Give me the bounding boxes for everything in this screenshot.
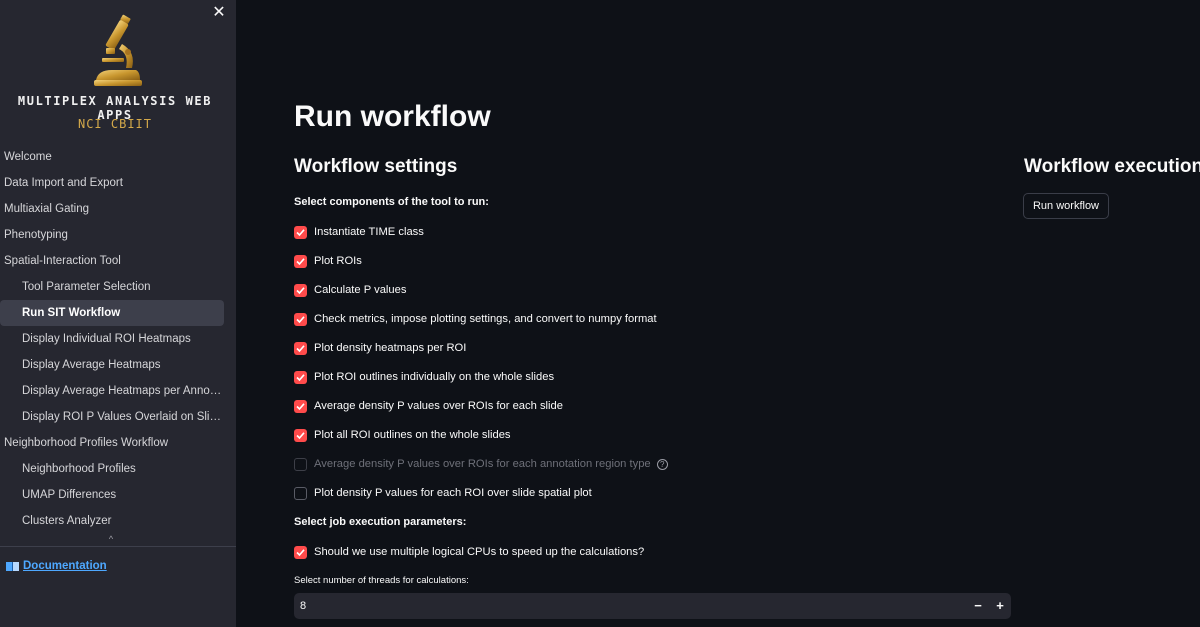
sidebar-item-neighborhood-profiles[interactable]: Neighborhood Profiles [22, 463, 136, 475]
checkbox-label: Should we use multiple logical CPUs to s… [314, 546, 645, 558]
decrement-button[interactable]: − [974, 598, 982, 613]
sidebar-item-display-average-heatmaps-per-annota[interactable]: Display Average Heatmaps per Annota… [22, 385, 224, 397]
check-icon [296, 228, 305, 236]
checkbox-box[interactable] [294, 283, 307, 297]
check-icon [296, 431, 305, 439]
documentation-link[interactable]: Documentation [23, 560, 107, 572]
workflow-execution-heading: Workflow execution [1024, 156, 1200, 177]
checkbox-label: Average density P values over ROIs for e… [314, 400, 563, 412]
scroll-up-icon[interactable]: ^ [108, 534, 114, 544]
checkbox-box[interactable] [294, 399, 307, 413]
checkbox-component[interactable]: Plot ROI outlines individually on the wh… [294, 369, 554, 385]
sidebar-item-display-roi-p-values-overlaid-on-slides[interactable]: Display ROI P Values Overlaid on Slides [22, 411, 224, 423]
brand-subtitle: NCI CBIIT [77, 117, 153, 131]
job-params-label: Select job execution parameters: [294, 516, 467, 528]
checkbox-component[interactable]: Plot density heatmaps per ROI [294, 340, 466, 356]
checkbox-component[interactable]: Calculate P values [294, 282, 406, 298]
checkbox-multiple-cpus[interactable]: Should we use multiple logical CPUs to s… [294, 544, 644, 560]
checkbox-label: Check metrics, impose plotting settings,… [314, 313, 657, 325]
run-workflow-button[interactable]: Run workflow [1023, 193, 1109, 219]
checkbox-component[interactable]: Plot ROIs [294, 253, 362, 269]
checkbox-box[interactable] [294, 254, 307, 268]
book-icon [6, 561, 19, 571]
checkbox-label: Plot ROIs [314, 255, 362, 267]
checkbox-label: Calculate P values [314, 284, 407, 296]
page-title: Run workflow [294, 100, 491, 133]
sidebar-item-welcome[interactable]: Welcome [4, 151, 52, 163]
check-icon [296, 286, 305, 294]
checkbox-label: Instantiate TIME class [314, 226, 424, 238]
checkbox-component[interactable]: Plot density P values for each ROI over … [294, 485, 592, 501]
threads-number-input[interactable]: 8 − + [294, 593, 1011, 619]
sidebar-item-tool-parameter-selection[interactable]: Tool Parameter Selection [22, 281, 151, 293]
checkbox-label: Plot ROI outlines individually on the wh… [314, 371, 555, 383]
threads-label: Select number of threads for calculation… [294, 575, 469, 586]
sidebar: ✕ MULTIPLEX ANALYSIS WEB APPS NCI CBIIT … [0, 0, 236, 627]
checkbox-box[interactable] [294, 225, 307, 239]
help-icon[interactable]: ? [656, 458, 668, 470]
checkbox-box[interactable] [294, 312, 307, 326]
check-icon [296, 315, 305, 323]
checkbox-label: Plot all ROI outlines on the whole slide… [314, 429, 511, 441]
sidebar-item-data-import-and-export[interactable]: Data Import and Export [4, 177, 123, 189]
workflow-settings-heading: Workflow settings [294, 156, 458, 177]
sidebar-item-clusters-analyzer[interactable]: Clusters Analyzer [22, 515, 112, 527]
checkbox-component[interactable]: Plot all ROI outlines on the whole slide… [294, 427, 511, 443]
check-icon [296, 548, 305, 556]
increment-button[interactable]: + [996, 598, 1004, 613]
sidebar-item-spatial-interaction-tool[interactable]: Spatial-Interaction Tool [4, 255, 121, 267]
sidebar-divider [0, 546, 236, 547]
sidebar-item-phenotyping[interactable]: Phenotyping [4, 229, 68, 241]
check-icon [296, 402, 305, 410]
checkbox-box[interactable] [294, 370, 307, 384]
sidebar-item-neighborhood-profiles-workflow[interactable]: Neighborhood Profiles Workflow [4, 437, 169, 449]
sidebar-item-umap-differences[interactable]: UMAP Differences [22, 489, 117, 501]
checkbox-box[interactable] [294, 428, 307, 442]
components-label: Select components of the tool to run: [294, 196, 489, 208]
checkbox-component: Average density P values over ROIs for e… [294, 456, 668, 472]
microscope-logo-icon [94, 14, 142, 86]
close-sidebar-button[interactable]: ✕ [212, 4, 226, 21]
checkbox-box[interactable] [294, 545, 307, 559]
checkbox-box[interactable] [294, 486, 307, 500]
brand-title: MULTIPLEX ANALYSIS WEB APPS [17, 94, 213, 122]
checkbox-component[interactable]: Instantiate TIME class [294, 224, 424, 240]
checkbox-component[interactable]: Check metrics, impose plotting settings,… [294, 311, 657, 327]
sidebar-item-display-individual-roi-heatmaps[interactable]: Display Individual ROI Heatmaps [22, 333, 191, 345]
sidebar-item-run-sit-workflow[interactable]: Run SIT Workflow [0, 300, 224, 326]
checkbox-component[interactable]: Average density P values over ROIs for e… [294, 398, 563, 414]
checkbox-box [294, 457, 307, 471]
check-icon [296, 373, 305, 381]
sidebar-item-display-average-heatmaps[interactable]: Display Average Heatmaps [22, 359, 161, 371]
checkbox-label: Plot density P values for each ROI over … [314, 487, 592, 499]
threads-value[interactable]: 8 [300, 600, 307, 612]
checkbox-label: Average density P values over ROIs for e… [314, 458, 651, 470]
check-icon [296, 344, 305, 352]
check-icon [296, 257, 305, 265]
checkbox-label: Plot density heatmaps per ROI [314, 342, 467, 354]
sidebar-item-multiaxial-gating[interactable]: Multiaxial Gating [4, 203, 90, 215]
checkbox-box[interactable] [294, 341, 307, 355]
documentation-link-row: Documentation [6, 560, 107, 572]
